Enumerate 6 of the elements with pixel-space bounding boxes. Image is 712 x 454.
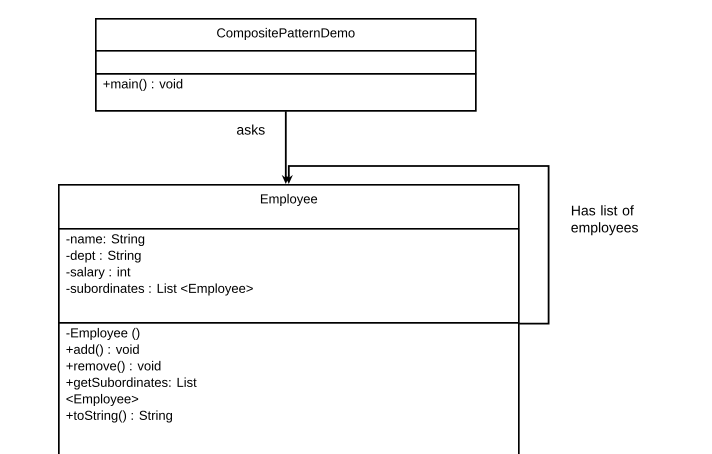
compartment-box: +main() : void xyxy=(95,73,477,112)
edge-label: Has list of employees xyxy=(571,205,638,236)
edge-label: asks xyxy=(237,124,265,135)
compartment-box: -Employee () +add() : void +remove() : void +getSubordinates: List <Employee> +toString() : String xyxy=(58,322,520,454)
compartment-box: -name: String -dept : String -salary : int -subordinates : List <Employee> xyxy=(58,228,520,324)
compartment-box xyxy=(95,50,477,75)
